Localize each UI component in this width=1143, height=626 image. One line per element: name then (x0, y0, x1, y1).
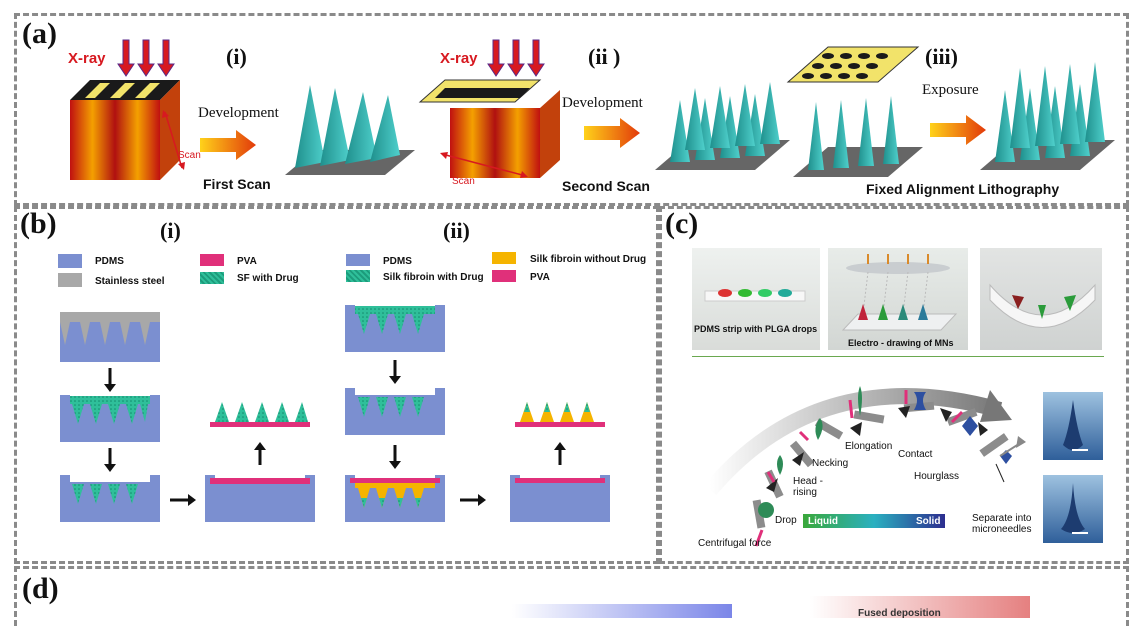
liquid-label: Liquid (808, 516, 838, 527)
panel-d-blue-band (512, 604, 732, 618)
legend-sf-swatch (200, 272, 224, 284)
panel-d-label: (d) (22, 572, 59, 605)
panel-c (659, 206, 1129, 564)
panel-b-label: (b) (20, 207, 57, 240)
first-scan-label: First Scan (203, 176, 271, 192)
xray-arrows-1 (117, 39, 175, 77)
scan-label-1: Scan (178, 150, 201, 161)
exposure-label: Exposure (922, 82, 979, 98)
legend-pdms-swatch-i (58, 254, 82, 268)
legend-silk-nodrug-label: Silk fibroin without Drug (530, 254, 647, 265)
centrifuge-diagram (703, 386, 1026, 547)
legend-silk-drug-label: Silk fibroin with Drug (383, 272, 484, 283)
development-arrow-2 (584, 118, 640, 148)
stage-hourglass: Hourglass (914, 471, 960, 482)
step-label-a-i: (i) (226, 44, 247, 69)
photo-electro-illustration (841, 254, 958, 331)
pyramid-mns-2 (980, 62, 1115, 170)
resist-block-2 (418, 79, 560, 178)
scan-arrow-1 (162, 110, 185, 170)
scan-arrow-2 (440, 152, 528, 178)
solid-label: Solid (916, 516, 941, 527)
legend-silk-nodrug-swatch (492, 252, 516, 264)
stage-head-rising: Head -rising (793, 476, 824, 498)
photo1-caption: PDMS strip with PLGA drops (694, 324, 818, 334)
photo2-caption: Electro - drawing of MNs (848, 338, 954, 348)
photo-curved-illustration (989, 283, 1096, 328)
step-label-a-iii: (iii) (925, 44, 958, 69)
legend-steel-swatch (58, 273, 82, 287)
panel-a-label: (a) (22, 17, 57, 50)
stage-contact: Contact (898, 449, 933, 460)
legend-pdms-label-ii: PDMS (383, 256, 412, 267)
centrifugal-force-label: Centrifugal force (698, 538, 772, 549)
stage-necking: Necking (812, 458, 849, 469)
legend-pva-swatch-i (200, 254, 224, 266)
development-label-1: Development (198, 105, 279, 121)
step-label-b-i: (i) (160, 218, 181, 243)
centrifuge-label: Centrifuge (898, 367, 943, 377)
ridge-mns (285, 85, 415, 175)
step-label-a-ii: (ii ) (588, 44, 621, 69)
legend-steel-label: Stainless steel (95, 276, 165, 287)
legend-sf-label: SF with Drug (237, 273, 299, 284)
pyramid-mns-1 (655, 82, 790, 170)
panel-d-red-band (810, 596, 1030, 618)
panel-c-label: (c) (665, 207, 699, 240)
panel-b-process-diagram (60, 305, 610, 522)
panel-b (14, 206, 659, 564)
legend-silk-drug-swatch (346, 270, 370, 282)
xray-label-2: X-ray (440, 50, 478, 67)
fused-deposition-label: Fused deposition (858, 608, 941, 619)
legend-pdms-swatch-ii (346, 254, 370, 266)
legend-pdms-label-i: PDMS (95, 256, 124, 267)
micrograph-top-mn (1063, 400, 1088, 451)
legend-pva-label-i: PVA (237, 256, 257, 267)
stage-drop: Drop (775, 515, 797, 526)
stage-separate: Separate into microneedles (972, 513, 1032, 535)
scan-label-2: Scan (452, 176, 475, 187)
xray-arrows-2 (487, 39, 545, 77)
xray-label-1: X-ray (68, 50, 106, 67)
micrograph-bottom-mn (1061, 483, 1088, 534)
fixed-alignment-label: Fixed Alignment Lithography (866, 181, 1060, 197)
mask-and-mns (786, 46, 923, 177)
resist-block-1 (70, 80, 180, 180)
panel-d (14, 566, 1129, 626)
panel-a (14, 13, 1129, 206)
stage-elongation: Elongation (845, 441, 893, 452)
step-label-b-ii: (ii) (443, 218, 470, 243)
legend-pva-swatch-ii (492, 270, 516, 282)
panel-c-divider (692, 356, 1104, 357)
photo-pdms-drops (704, 289, 806, 302)
exposure-arrow (930, 115, 986, 145)
legend-pva-label-ii: PVA (530, 272, 550, 283)
second-scan-label: Second Scan (562, 178, 650, 194)
development-arrow-1 (200, 130, 256, 160)
development-label-2: Development (562, 95, 643, 111)
